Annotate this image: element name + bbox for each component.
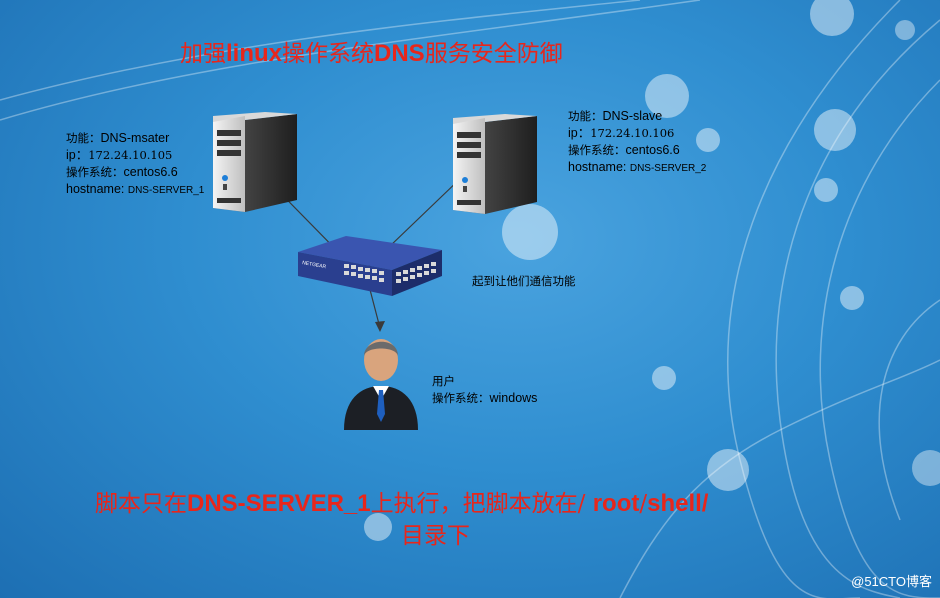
server-master-icon bbox=[213, 112, 297, 212]
note-text: 目录下 bbox=[401, 523, 470, 549]
hostname-value: DNS-SERVER_2 bbox=[629, 163, 707, 174]
ip-label: ip： bbox=[568, 126, 591, 140]
bubble bbox=[364, 513, 392, 541]
os-value: centos6.6 bbox=[625, 143, 680, 157]
user-avatar-icon bbox=[344, 339, 418, 430]
bubble bbox=[652, 366, 676, 390]
function-label: 功能： bbox=[568, 109, 603, 123]
os-value: windows bbox=[489, 391, 538, 405]
user-role: 用户 bbox=[432, 374, 455, 388]
note-text: DNS-SERVER_1 bbox=[187, 490, 371, 517]
title-text: 服务安全防御 bbox=[424, 41, 563, 67]
script-location-note: 脚本只在DNS-SERVER_1上执行，把脚本放在/ root/shell/ 目… bbox=[95, 488, 795, 552]
bubble bbox=[840, 286, 864, 310]
bubble bbox=[810, 0, 854, 36]
title-text: 操作系统 bbox=[282, 41, 375, 67]
server-slave-icon bbox=[453, 114, 537, 214]
bubble bbox=[895, 20, 915, 40]
title-text: linux bbox=[226, 40, 283, 67]
function-value: DNS-msater bbox=[100, 131, 170, 145]
hostname-label: hostname: bbox=[66, 182, 125, 196]
bubble bbox=[814, 178, 838, 202]
os-value: centos6.6 bbox=[123, 165, 178, 179]
note-text: root bbox=[592, 490, 640, 517]
os-label: 操作系统： bbox=[568, 143, 626, 157]
note-text: / bbox=[639, 491, 648, 517]
ip-value: 172.24.10.105 bbox=[88, 148, 173, 162]
ip-value: 172.24.10.106 bbox=[590, 126, 675, 140]
bubble bbox=[814, 109, 856, 151]
watermark: @51CTO博客 bbox=[851, 574, 932, 589]
bubble bbox=[912, 450, 940, 486]
switch-brand-label: NETGEAR bbox=[302, 260, 327, 270]
server-master-info: 功能：DNS-msater ip：172.24.10.105 操作系统：cent… bbox=[66, 130, 204, 199]
bubble bbox=[696, 128, 720, 152]
bubble bbox=[645, 74, 689, 118]
hostname-value: DNS-SERVER_1 bbox=[127, 185, 205, 196]
server-slave-info: 功能：DNS-slave ip：172.24.10.106 操作系统：cento… bbox=[568, 108, 706, 177]
note-text: 脚本只在 bbox=[95, 491, 187, 517]
switch-caption: 起到让他们通信功能 bbox=[472, 274, 576, 288]
os-label: 操作系统： bbox=[432, 391, 490, 405]
bubble bbox=[502, 204, 558, 260]
function-label: 功能： bbox=[66, 131, 101, 145]
note-text: shell/ bbox=[647, 490, 709, 517]
network-switch-icon: NETGEAR bbox=[298, 236, 442, 296]
arrow-head bbox=[375, 321, 385, 332]
function-value: DNS-slave bbox=[602, 109, 663, 123]
bubble bbox=[707, 449, 749, 491]
slide-title: 加强linux操作系统DNS服务安全防御 bbox=[180, 34, 563, 68]
user-info: 用户 操作系统：windows bbox=[432, 373, 537, 407]
ip-label: ip： bbox=[66, 148, 89, 162]
hostname-label: hostname: bbox=[568, 160, 627, 174]
note-text: 上执行，把脚本放在/ bbox=[370, 491, 586, 517]
title-text: DNS bbox=[374, 40, 425, 67]
title-text: 加强 bbox=[180, 41, 226, 67]
os-label: 操作系统： bbox=[66, 165, 124, 179]
